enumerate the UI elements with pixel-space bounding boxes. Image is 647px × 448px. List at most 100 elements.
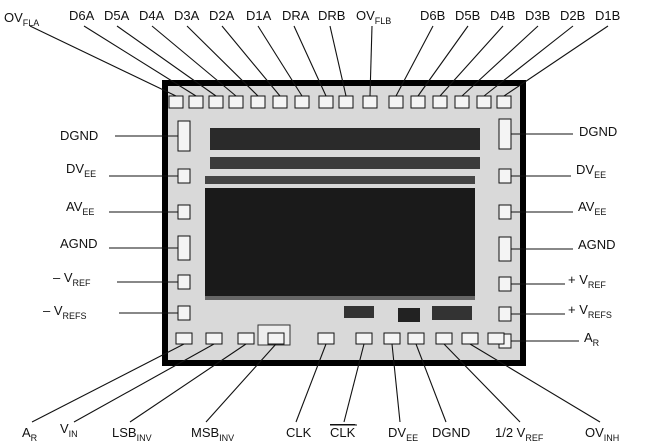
lead-line-top (116, 25, 217, 97)
clock-block-b (432, 306, 472, 320)
bond-pad-top (168, 95, 184, 109)
pin-label-avee-left: AVEE (66, 199, 94, 217)
lead-line-top (257, 25, 303, 97)
lead-line-top (29, 25, 177, 97)
pin-label-d5b: D5B (455, 8, 480, 23)
output-driver-row (210, 128, 480, 150)
converter-core (205, 188, 475, 298)
pin-label-ovinh: OVINH (585, 425, 619, 443)
bond-pad-top (318, 95, 334, 109)
bottom-label-group: AR VIN LSBINV MSBINV CLK CLK DVEE DGND 1… (22, 421, 619, 443)
bond-pad-top (432, 95, 448, 109)
pin-label-dvee-bottom: DVEE (388, 425, 418, 443)
lead-line-bottom (415, 343, 447, 423)
bond-pad-top (228, 95, 244, 109)
pin-label-d6b: D6B (420, 8, 445, 23)
pin-label-vref-plus: + VREF (568, 272, 606, 290)
bond-pad-right (498, 168, 512, 184)
bond-pad-right (498, 118, 512, 150)
bond-pad-bottom (487, 332, 505, 345)
pin-label-ar-bottom: AR (22, 425, 38, 443)
lead-line-top (483, 25, 574, 97)
bond-pad-right (498, 236, 512, 262)
lead-line-top (186, 25, 259, 97)
lead-line-top (417, 25, 469, 97)
lead-line-bottom (205, 343, 277, 423)
pin-label-ovflb: OVFLB (356, 8, 391, 26)
lead-line-bottom (443, 343, 521, 423)
pin-label-d4b: D4B (490, 8, 515, 23)
pin-label-clk-bar: CLK (330, 425, 356, 440)
pin-label-ovfla: OVFLA (4, 10, 39, 28)
bond-pad-left (177, 235, 191, 261)
lead-line-top (395, 25, 434, 97)
bond-pad-top (294, 95, 310, 109)
bond-pad-top (454, 95, 470, 109)
lead-line-top (221, 25, 281, 97)
bond-pad-top (208, 95, 224, 109)
pin-label-avee-right: AVEE (578, 199, 606, 217)
bond-pad-bottom (383, 332, 401, 345)
pin-label-d2b: D2B (560, 8, 585, 23)
lead-line-bottom (31, 343, 185, 423)
bond-pad-top (250, 95, 266, 109)
pin-label-dgnd-right: DGND (579, 124, 617, 139)
pin-label-d2a: D2A (209, 8, 235, 23)
bond-pad-left (177, 274, 191, 290)
pin-label-agnd-right: AGND (578, 237, 616, 252)
pin-label-drb: DRB (318, 8, 345, 23)
lead-line-bottom (343, 343, 365, 423)
pin-label-d4a: D4A (139, 8, 165, 23)
bond-pad-left (177, 120, 191, 152)
pin-label-dgnd-bottom: DGND (432, 425, 470, 440)
pin-label-d6a: D6A (69, 8, 95, 23)
pin-label-d1a: D1A (246, 8, 272, 23)
top-label-group: OVFLA D6A D5A D4A D3A D2A D1A DRA DRB OV… (4, 8, 620, 28)
bond-pad-right (498, 276, 512, 292)
bond-pad-top (410, 95, 426, 109)
pin-label-vrefs-plus: + VREFS (568, 302, 612, 320)
bond-pad-top (388, 95, 404, 109)
pin-label-dvee-left: DVEE (66, 161, 96, 179)
pin-label-lsbinv: LSBINV (112, 425, 152, 443)
pin-label-d1b: D1B (595, 8, 620, 23)
right-label-group: DGND DVEE AVEE AGND + VREF + VREFS AR (568, 124, 617, 348)
bond-pad-bottom (461, 332, 479, 345)
bond-pad-top (188, 95, 204, 109)
bond-pad-left (177, 204, 191, 220)
bond-pad-top (476, 95, 492, 109)
pin-label-vrefs-minus: – VREFS (43, 303, 87, 321)
bond-pad-top (496, 95, 512, 109)
lead-line-bottom (73, 343, 215, 423)
bond-pad-bottom (317, 332, 335, 345)
bond-pad-left (177, 168, 191, 184)
bond-pad-right (498, 204, 512, 220)
pin-label-vref-minus: – VREF (53, 270, 91, 288)
lead-line-bottom (391, 343, 401, 423)
lead-line-top (503, 25, 609, 97)
lead-line-bottom (469, 343, 601, 423)
bond-pads (168, 95, 512, 349)
pin-label-d5a: D5A (104, 8, 130, 23)
left-label-group: DGND DVEE AVEE AGND – VREF – VREFS (43, 128, 98, 321)
bond-pad-bottom (267, 332, 285, 345)
lead-line-top (369, 25, 373, 97)
pin-label-dgnd-left: DGND (60, 128, 98, 143)
bond-pad-top (338, 95, 354, 109)
lead-lines (29, 25, 609, 423)
pin-label-clk: CLK (286, 425, 312, 440)
bond-pad-bottom (435, 332, 453, 345)
bond-pad-bottom (407, 332, 425, 345)
bond-pad-bottom (205, 332, 223, 345)
comparator-strip (205, 296, 475, 300)
lead-line-bottom (295, 343, 327, 423)
bond-pad-right (498, 306, 512, 322)
bond-pad-bottom (355, 332, 373, 345)
lead-line-top (461, 25, 539, 97)
lead-line-top (151, 25, 237, 97)
logic-row (205, 176, 475, 184)
bond-pad-left (177, 305, 191, 321)
pin-label-dra: DRA (282, 8, 310, 23)
lead-line-bottom (129, 343, 247, 423)
pin-label-half-vref: 1/2 VREF (495, 425, 544, 443)
